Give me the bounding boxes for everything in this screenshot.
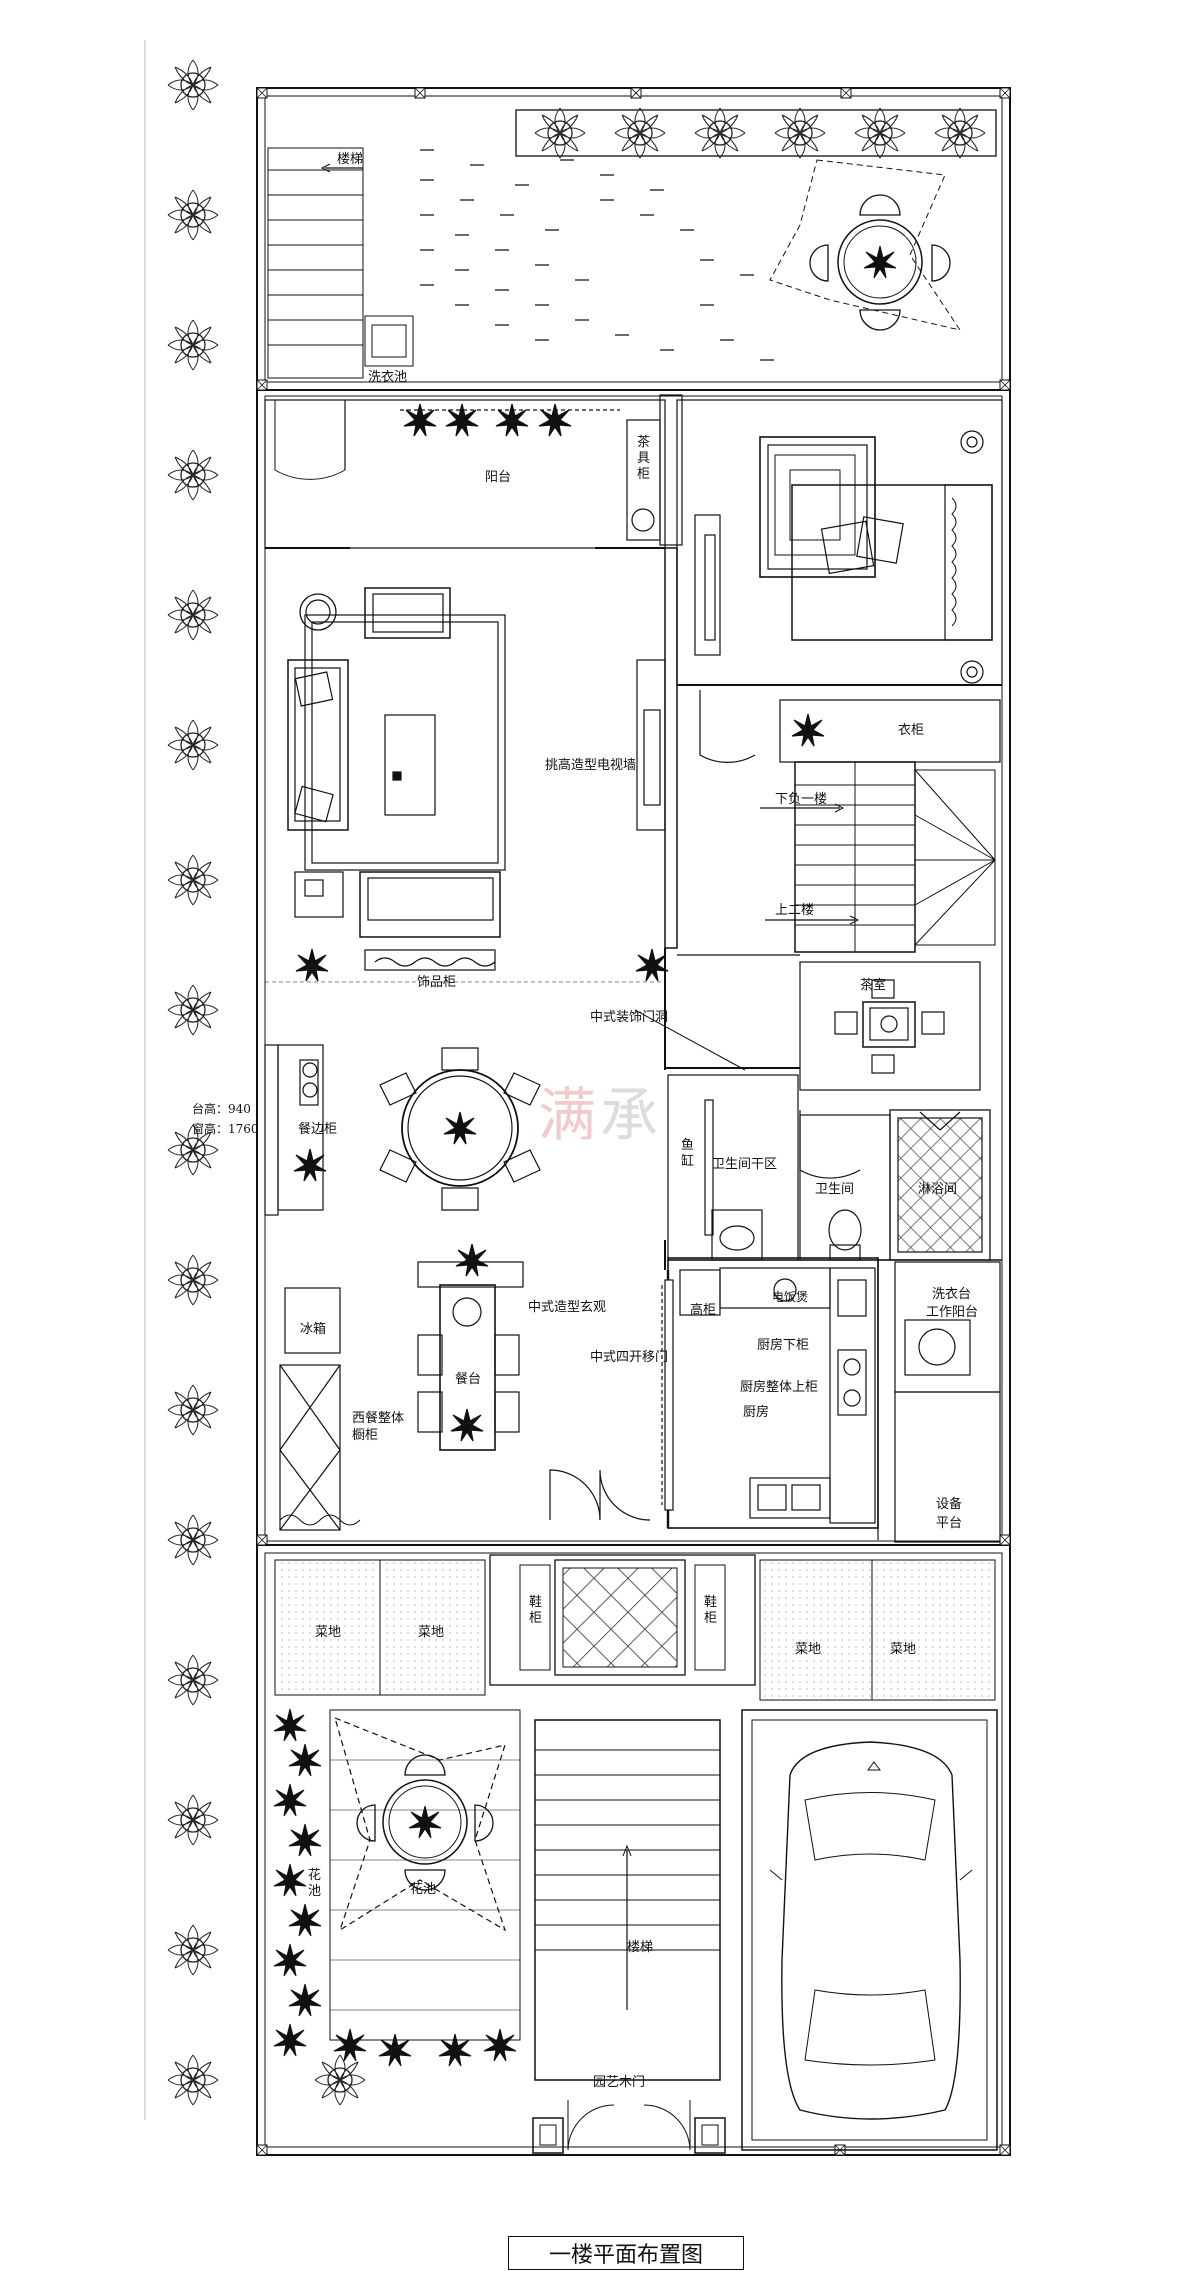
outer-walls [256,87,1011,2156]
label-kitchen: 厨房 [743,1405,770,1420]
label-tea-room: 茶室 [860,978,887,993]
label-tall-cabinet: 高柜 [690,1303,717,1318]
bathroom [667,1074,991,1261]
label-fridge: 冰箱 [300,1322,327,1337]
label-counter-height: 台高：940 [192,1102,251,1116]
living-room [265,547,678,983]
label-window-height: 窗高：1760 [192,1122,259,1136]
label-shoe-cabinet-right: 鞋柜 [703,1595,717,1626]
label-dining-table: 餐台 [455,1372,482,1387]
label-vegetable-4: 菜地 [890,1642,917,1657]
kitchen [661,1257,1001,1543]
label-western-cabinet: 西餐整体橱柜 [352,1411,405,1443]
label-wash-basin: 洗衣池 [368,370,408,385]
balcony [264,394,683,549]
label-shower: 淋浴间 [918,1182,958,1197]
bedroom [676,399,1003,763]
label-vegetable-3: 菜地 [795,1642,822,1657]
label-balcony: 阳台 [485,470,512,485]
label-wardrobe: 衣柜 [898,723,925,738]
label-flower-bed-right: 花池 [410,1882,437,1897]
label-stair-down: 下负一楼 [775,792,828,807]
interior-stair [760,761,996,953]
label-equipment: 设备平台 [936,1497,963,1531]
label-sideboard: 餐边柜 [298,1122,338,1137]
tea-room [799,961,981,1091]
label-garden-gate: 园艺木门 [593,2075,646,2090]
label-rice-cooker: 电饭煲 [772,1290,809,1304]
exterior-shrubs [144,40,366,2120]
label-kitchen-upper: 厨房整体上柜 [740,1380,819,1395]
label-tea-cabinet: 茶具柜 [636,435,650,482]
label-work-balcony: 工作阳台 [926,1305,979,1320]
label-entry-stair: 楼梯 [627,1940,654,1955]
label-toilet: 卫生间 [815,1182,855,1197]
label-shoe-cabinet-left: 鞋柜 [528,1595,542,1626]
label-flower-bed-left: 花池 [307,1868,321,1899]
label-roof-stair: 楼梯 [337,152,364,167]
label-stair-up: 上二楼 [775,903,815,918]
dining-area [264,1044,541,1216]
label-sliding-door: 中式四开移门 [590,1350,669,1365]
watermark-mark-1: 满 [538,1081,597,1149]
label-fish-tank: 鱼缸 [680,1138,694,1169]
label-chinese-foyer: 中式造型玄观 [528,1300,607,1315]
label-arch: 中式装饰门洞 [590,1010,669,1025]
label-tv-wall: 挑高造型电视墙 [545,758,637,773]
front-garden [273,1554,998,2154]
label-vegetable-1: 菜地 [315,1625,342,1640]
interior-partitions [634,684,1002,1540]
label-vegetable-2: 菜地 [418,1625,445,1640]
label-laundry: 洗衣台 [932,1287,972,1302]
label-display-cabinet: 饰品柜 [417,975,457,990]
roof-terrace [267,107,997,379]
label-kitchen-lower: 厨房下柜 [757,1338,810,1353]
watermark-mark-2: 承 [600,1081,659,1149]
drawing-title: 一楼平面布置图 [508,2236,744,2270]
kitchen-island [265,1243,651,1546]
label-bath-dry: 卫生间干区 [712,1157,778,1172]
